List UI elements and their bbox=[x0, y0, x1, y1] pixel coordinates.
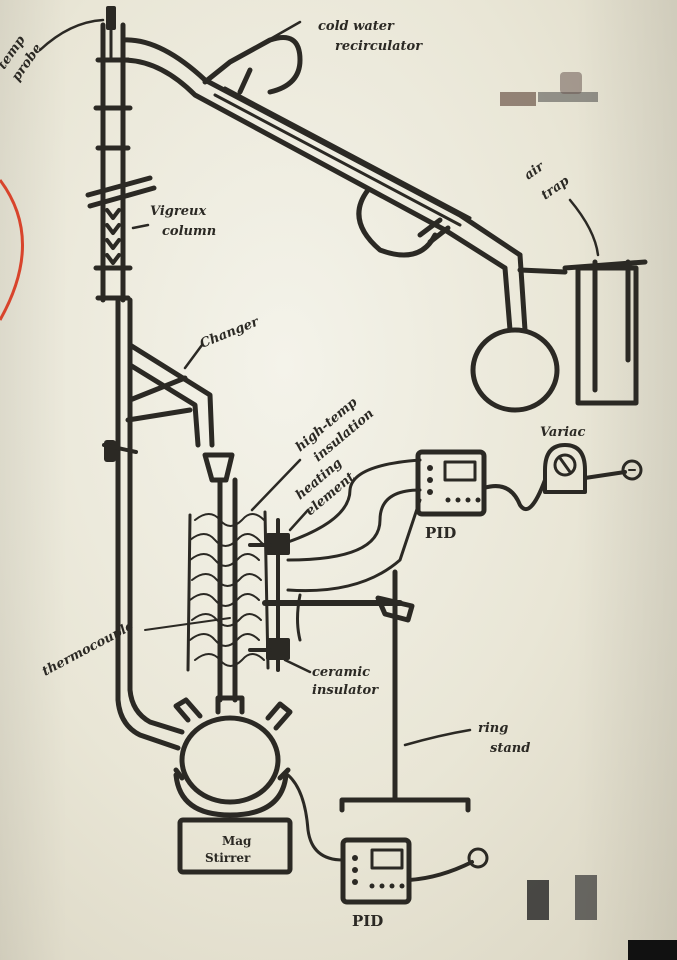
vigreux-label-line1: Vigreux bbox=[150, 204, 206, 219]
thermocouple-label: thermocouple bbox=[40, 619, 137, 680]
mag-stirrer-label-line2: Stirrer bbox=[205, 851, 251, 865]
cold-water-label-line1: cold water bbox=[318, 19, 395, 34]
pid-upper-label: PID bbox=[425, 524, 456, 542]
heated-tube bbox=[202, 452, 238, 703]
temp-probe-leader bbox=[38, 18, 105, 52]
receiving-flask bbox=[470, 252, 568, 413]
variac bbox=[482, 443, 643, 512]
changer-adapter bbox=[125, 342, 215, 448]
variac-label: Variac bbox=[540, 425, 586, 440]
ring-stand-label-line1: ring bbox=[478, 721, 508, 736]
mag-stirrer bbox=[177, 817, 293, 875]
vigreux-column-indents bbox=[85, 175, 157, 265]
vigreux-leader bbox=[131, 223, 150, 230]
condenser bbox=[120, 35, 523, 271]
red-circle-fragment bbox=[0, 179, 24, 321]
heating-element-clamps bbox=[248, 518, 290, 672]
cold-water-label-line2: recirculator bbox=[335, 39, 423, 54]
thermocouple-leader bbox=[144, 617, 231, 631]
air-trap bbox=[562, 259, 648, 406]
ring-stand-label-line2: stand bbox=[490, 741, 530, 756]
vigreux-label-line2: column bbox=[162, 224, 216, 239]
ceramic-insulator-label-line1: ceramic bbox=[312, 665, 370, 680]
distillation-column bbox=[93, 22, 185, 751]
label-temp-probe: temp probe bbox=[0, 33, 45, 84]
stopcock bbox=[102, 440, 138, 462]
ring-stand-leader bbox=[403, 728, 472, 747]
ring-stand bbox=[262, 569, 471, 813]
ceramic-insulator-label-line2: insulator bbox=[312, 683, 379, 698]
heating-mantle bbox=[173, 767, 291, 818]
changer-leader bbox=[183, 343, 204, 370]
insulation-leader bbox=[250, 458, 302, 512]
heater-wires bbox=[286, 458, 422, 593]
boiling-flask bbox=[173, 695, 293, 805]
cold-water-leader bbox=[270, 20, 302, 40]
eraser-marks bbox=[500, 72, 677, 960]
air-trap-label-line1: air bbox=[522, 159, 548, 184]
pid-lower-label: PID bbox=[352, 912, 383, 930]
air-trap-label-line2: trap bbox=[539, 174, 572, 204]
changer-label: Changer bbox=[198, 314, 262, 352]
pid-controller-upper bbox=[415, 449, 487, 517]
temp-probe bbox=[106, 6, 116, 62]
heating-element-leader bbox=[288, 508, 310, 532]
pid-controller-lower bbox=[286, 773, 489, 905]
ceramic-insulator-leader bbox=[283, 658, 312, 674]
mag-stirrer-label-line1: Mag bbox=[222, 834, 252, 848]
air-trap-leader bbox=[568, 198, 600, 257]
